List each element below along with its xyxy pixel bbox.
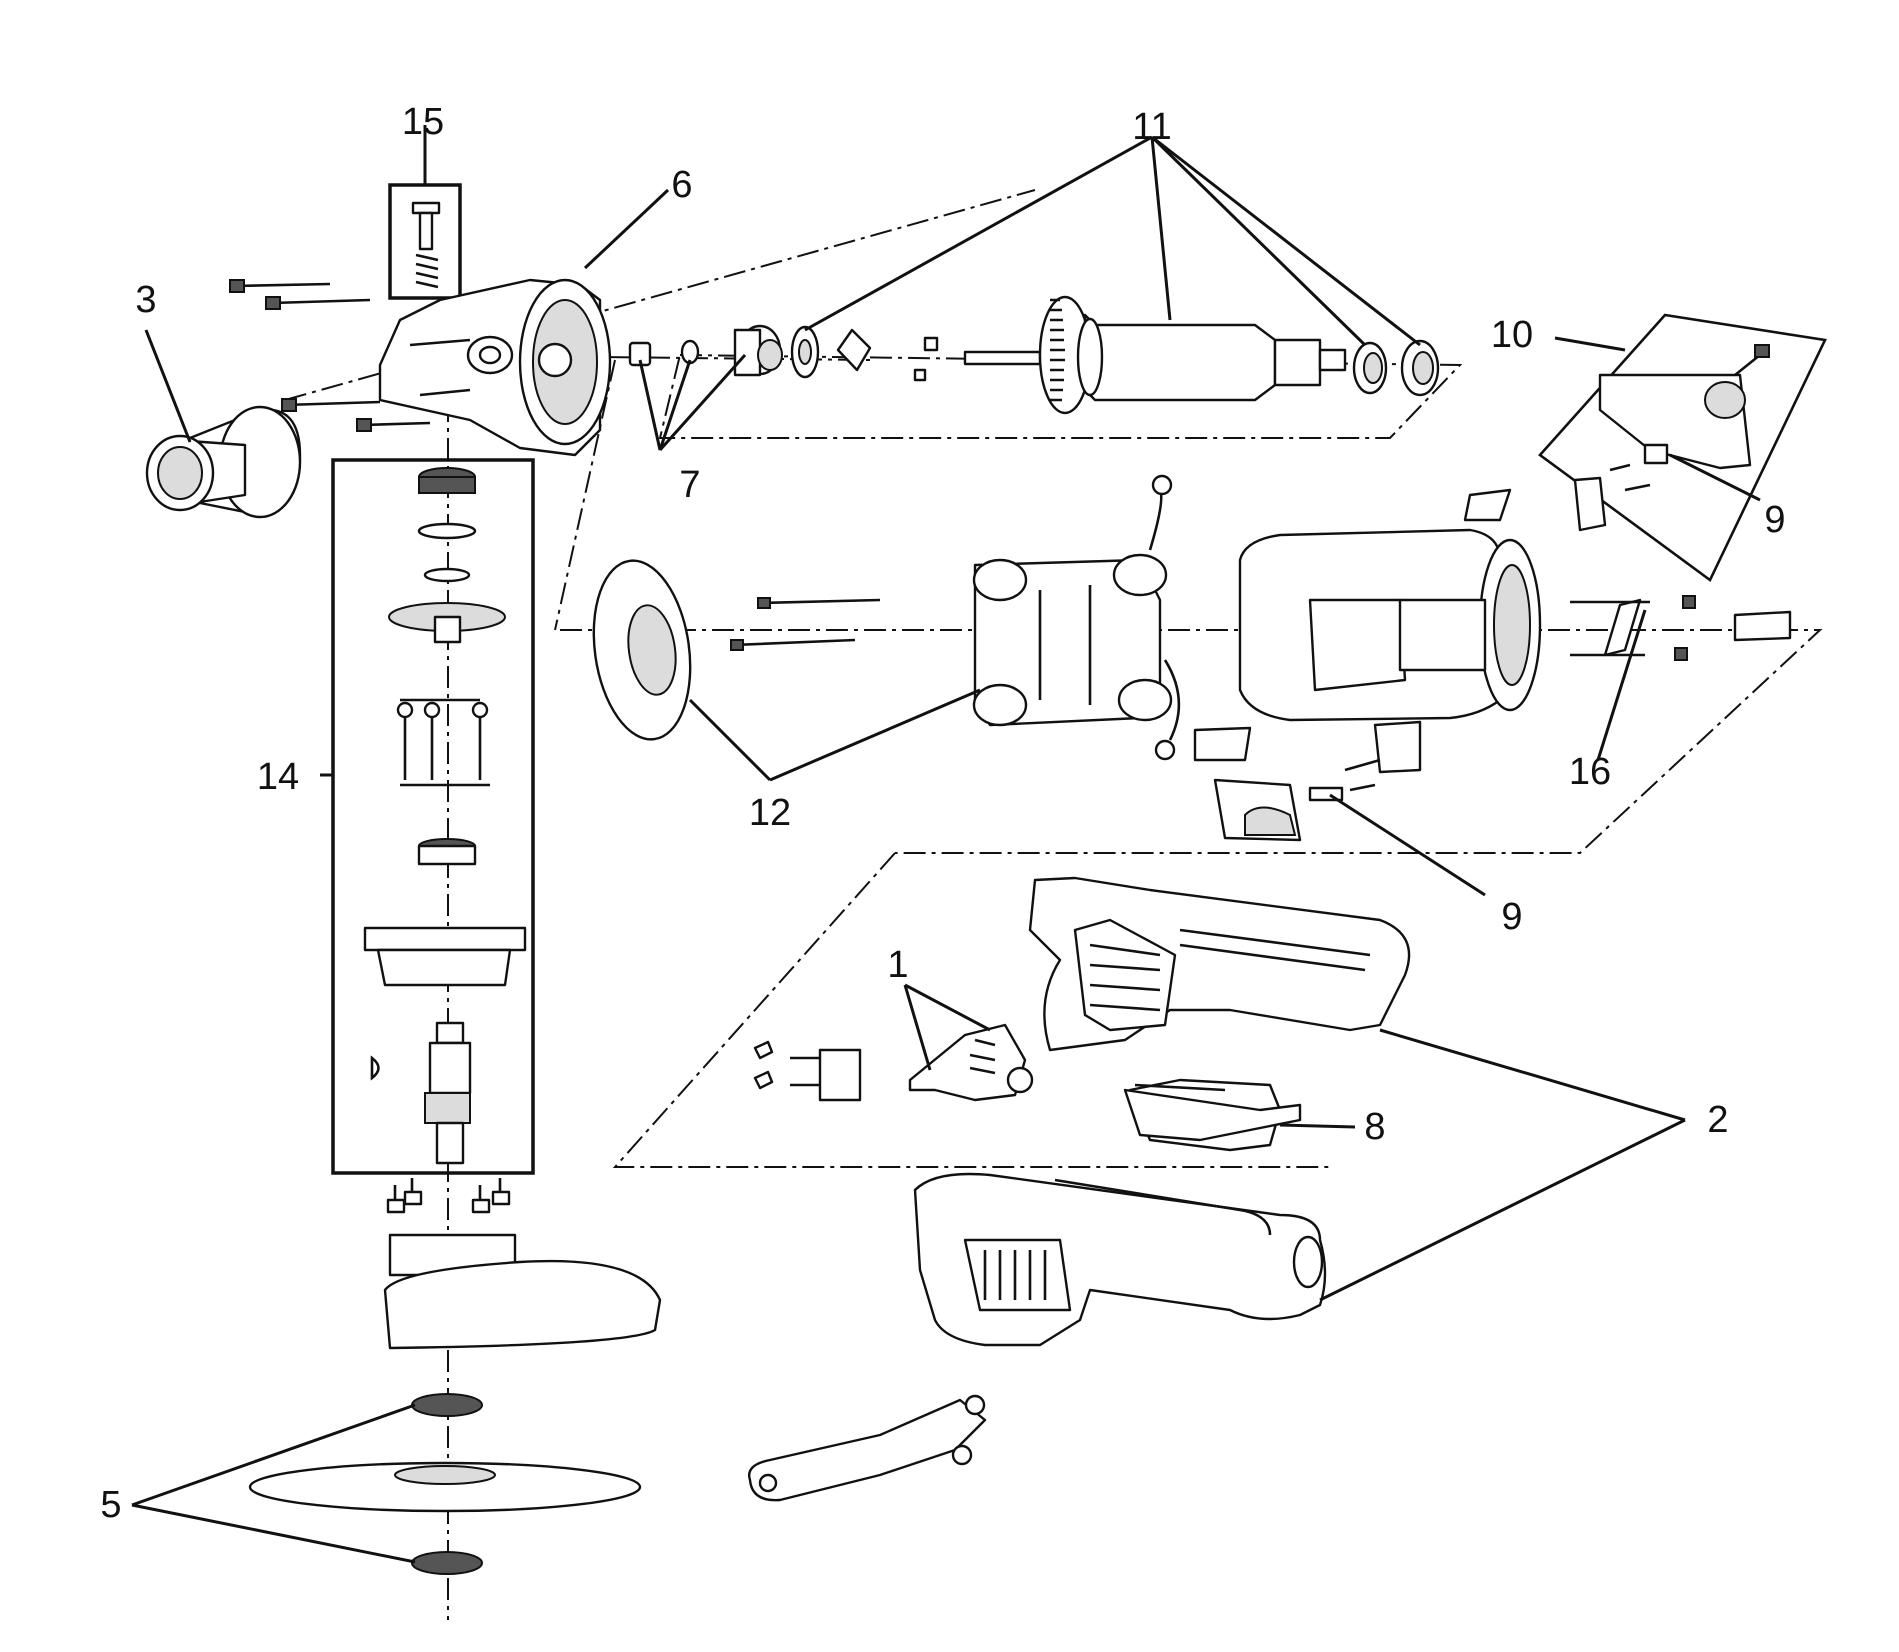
- part-5-flanges-disc: [248, 1393, 642, 1575]
- leader-9-lower: [1329, 793, 1486, 897]
- callout-9-lower: 9: [1501, 896, 1523, 938]
- guard-screws: [386, 1178, 511, 1214]
- part-2-handle-lower: [913, 1172, 1327, 1347]
- part-1-switch: [753, 1023, 1034, 1102]
- guide-link: [554, 359, 616, 631]
- leader-7: [638, 353, 747, 452]
- callout-14: 14: [256, 756, 300, 798]
- leader-9-upper: [1669, 453, 1761, 502]
- callout-15: 15: [401, 101, 445, 143]
- leader-lines: [131, 125, 1761, 1564]
- part-12-stator: [592, 474, 1181, 761]
- wheel-guard: [383, 1233, 662, 1350]
- guide-armature-plane: [658, 353, 1463, 439]
- part-8-switch-cover: [1123, 1078, 1302, 1152]
- leader-10: [1554, 336, 1626, 352]
- leader-2: [1319, 1028, 1686, 1302]
- leader-5: [131, 1403, 416, 1564]
- gear-housing-screws: [229, 279, 431, 432]
- guide-handle-plane: [612, 852, 1330, 1168]
- callout-7: 7: [679, 464, 701, 506]
- part-14-gear-assembly: [331, 458, 535, 1175]
- leader-3: [144, 329, 192, 443]
- leader-6: [583, 188, 670, 270]
- part-3-side-handle: [145, 405, 302, 519]
- callout-10: 10: [1490, 314, 1534, 356]
- part-7-nut-washer: [628, 324, 783, 377]
- callout-9-upper: 9: [1764, 499, 1786, 541]
- callout-1: 1: [887, 944, 909, 986]
- part-16-capacitor: [1570, 595, 1792, 661]
- leader-11: [804, 135, 1421, 347]
- motor-housing: [1193, 488, 1542, 762]
- leader-16: [1596, 609, 1647, 761]
- callout-6: 6: [671, 164, 693, 206]
- leader-12: [688, 688, 981, 782]
- part-6-gear-housing: [378, 278, 612, 457]
- callout-3: 3: [135, 279, 157, 321]
- part-2-handle-upper: [1028, 876, 1411, 1052]
- part-11-armature-bearings: [790, 295, 1440, 415]
- callout-2: 2: [1707, 1099, 1729, 1141]
- leader-1: [903, 983, 991, 1071]
- guide-stator-plane: [560, 629, 1823, 854]
- part-10-brush-holder-cover: [1538, 313, 1827, 582]
- callout-5: 5: [100, 1484, 122, 1526]
- callout-16: 16: [1568, 751, 1612, 793]
- part-15-lock-button: [388, 183, 462, 300]
- callout-12: 12: [748, 792, 792, 834]
- part-9-brush-lower: [1213, 720, 1422, 842]
- leader-8: [1279, 1123, 1356, 1129]
- callout-11: 11: [1132, 106, 1172, 148]
- spanner-wrench: [748, 1394, 987, 1502]
- callout-8: 8: [1364, 1106, 1386, 1148]
